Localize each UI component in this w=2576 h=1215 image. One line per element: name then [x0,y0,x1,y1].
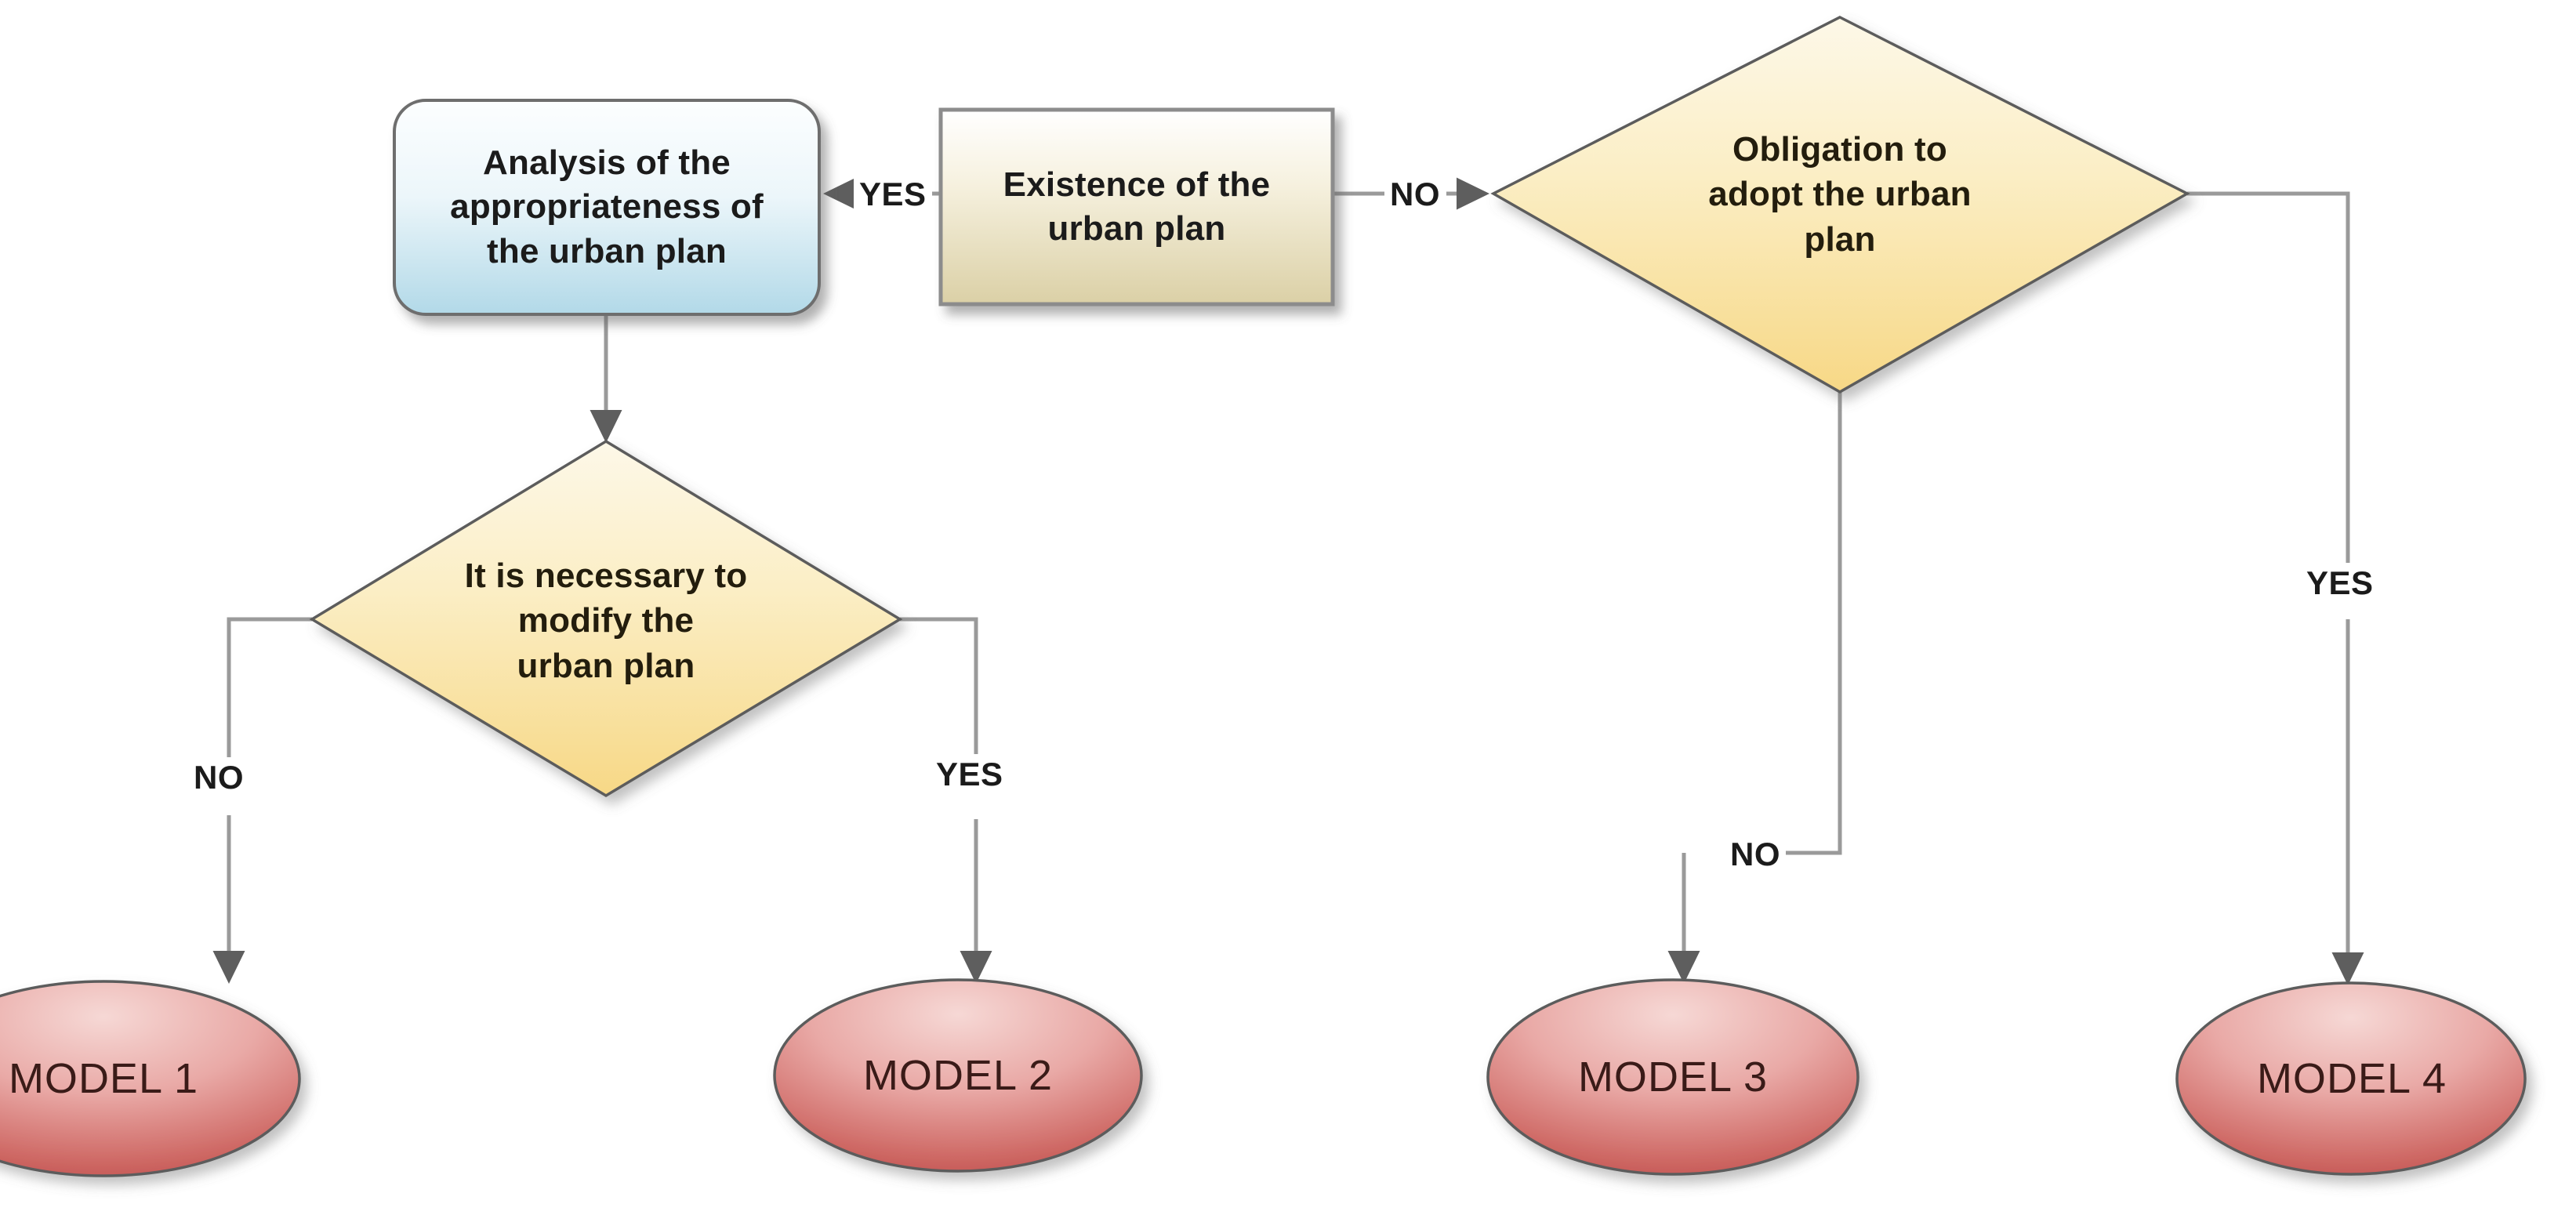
node-obligation-shape [1490,16,2190,394]
node-model2-shape [773,978,1143,1173]
edge-label-yes-obligation-model4: YES [2301,563,2379,604]
edge-label-yes-necessary-model2: YES [931,754,1009,795]
edge-label-no-necessary-model1: NO [188,757,249,798]
node-model1-shape [0,980,301,1177]
node-necessary-shape [309,439,903,798]
edge-label-no-existence-obligation: NO [1384,174,1446,215]
node-analysis-shape [393,99,821,316]
edge-label-yes-existence-analysis: YES [854,174,932,215]
node-model3-shape [1486,978,1859,1176]
node-existence-shape [938,107,1335,306]
edge-label-no-obligation-model3: NO [1725,834,1786,875]
node-model4-shape [2175,981,2527,1176]
